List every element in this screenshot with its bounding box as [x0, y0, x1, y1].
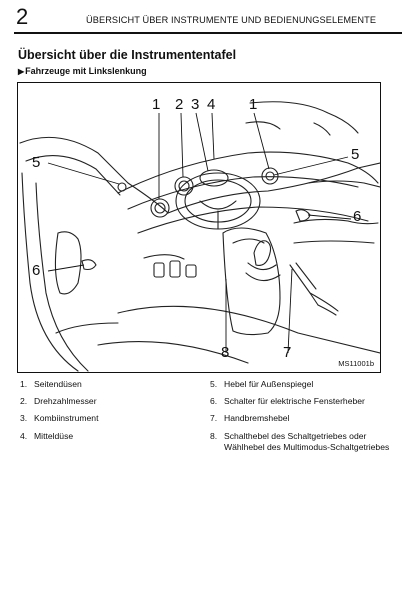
legend-number: 5.: [210, 379, 218, 389]
legend-item-5: 5. Hebel für Außenspiegel: [210, 379, 313, 390]
legend-item-8: 8. Schalthebel des Schaltgetriebes oder W…: [210, 431, 392, 453]
callout-3: 3: [191, 96, 200, 113]
legend-number: 1.: [20, 379, 28, 389]
legend-number: 2.: [20, 396, 28, 406]
legend-text: Seitendüsen: [34, 379, 82, 389]
section-title: Übersicht über die Instrumententafel: [18, 48, 237, 62]
callout-7: 7: [283, 344, 292, 361]
triangle-marker-icon: ▶: [18, 67, 25, 76]
callout-1-right: 1: [249, 96, 258, 113]
section-subtitle-text: Fahrzeuge mit Linkslenkung: [25, 66, 147, 76]
legend-item-3: 3. Kombiinstrument: [20, 413, 98, 424]
legend-number: 4.: [20, 431, 28, 441]
page-number: 2: [16, 4, 29, 29]
legend-text: Mitteldüse: [34, 431, 74, 441]
running-head: ÜBERSICHT ÜBER INSTRUMENTE UND BEDIENUNG…: [86, 15, 377, 25]
legend-text: Hebel für Außenspiegel: [224, 379, 314, 389]
legend-number: 6.: [210, 396, 218, 406]
legend-text: Kombiinstrument: [34, 413, 99, 423]
legend-item-1: 1. Seitendüsen: [20, 379, 82, 390]
callout-6-left: 6: [32, 262, 41, 279]
legend-item-6: 6. Schalter für elektrische Fensterheber: [210, 396, 365, 407]
dashboard-illustration: 1 2 3 4 1 5 5 6 6 8 7 MS11001b: [17, 82, 381, 373]
legend-number: 7.: [210, 413, 218, 423]
legend-text: Handbremshebel: [224, 413, 290, 423]
section-subtitle: ▶Fahrzeuge mit Linkslenkung: [18, 66, 147, 76]
legend-item-7: 7. Handbremshebel: [210, 413, 289, 424]
legend-item-4: 4. Mitteldüse: [20, 431, 73, 442]
callout-6-right: 6: [353, 208, 362, 225]
page-header: 2 ÜBERSICHT ÜBER INSTRUMENTE UND BEDIENU…: [14, 4, 402, 34]
dashboard-line-drawing: [19, 101, 380, 372]
callout-5-right: 5: [351, 146, 360, 163]
figure-code: MS11001b: [338, 359, 374, 368]
callout-4: 4: [207, 96, 216, 113]
legend-number: 8.: [210, 431, 218, 441]
legend-text: Drehzahlmesser: [34, 396, 97, 406]
legend-text: Schalter für elektrische Fensterheber: [224, 396, 365, 406]
callout-1-left: 1: [152, 96, 161, 113]
legend-number: 3.: [20, 413, 28, 423]
callout-8: 8: [221, 344, 230, 361]
callout-2: 2: [175, 96, 184, 113]
legend-item-2: 2. Drehzahlmesser: [20, 396, 97, 407]
callout-5-left: 5: [32, 154, 41, 171]
legend-text: Schalthebel des Schaltgetriebes oder Wäh…: [224, 431, 390, 452]
